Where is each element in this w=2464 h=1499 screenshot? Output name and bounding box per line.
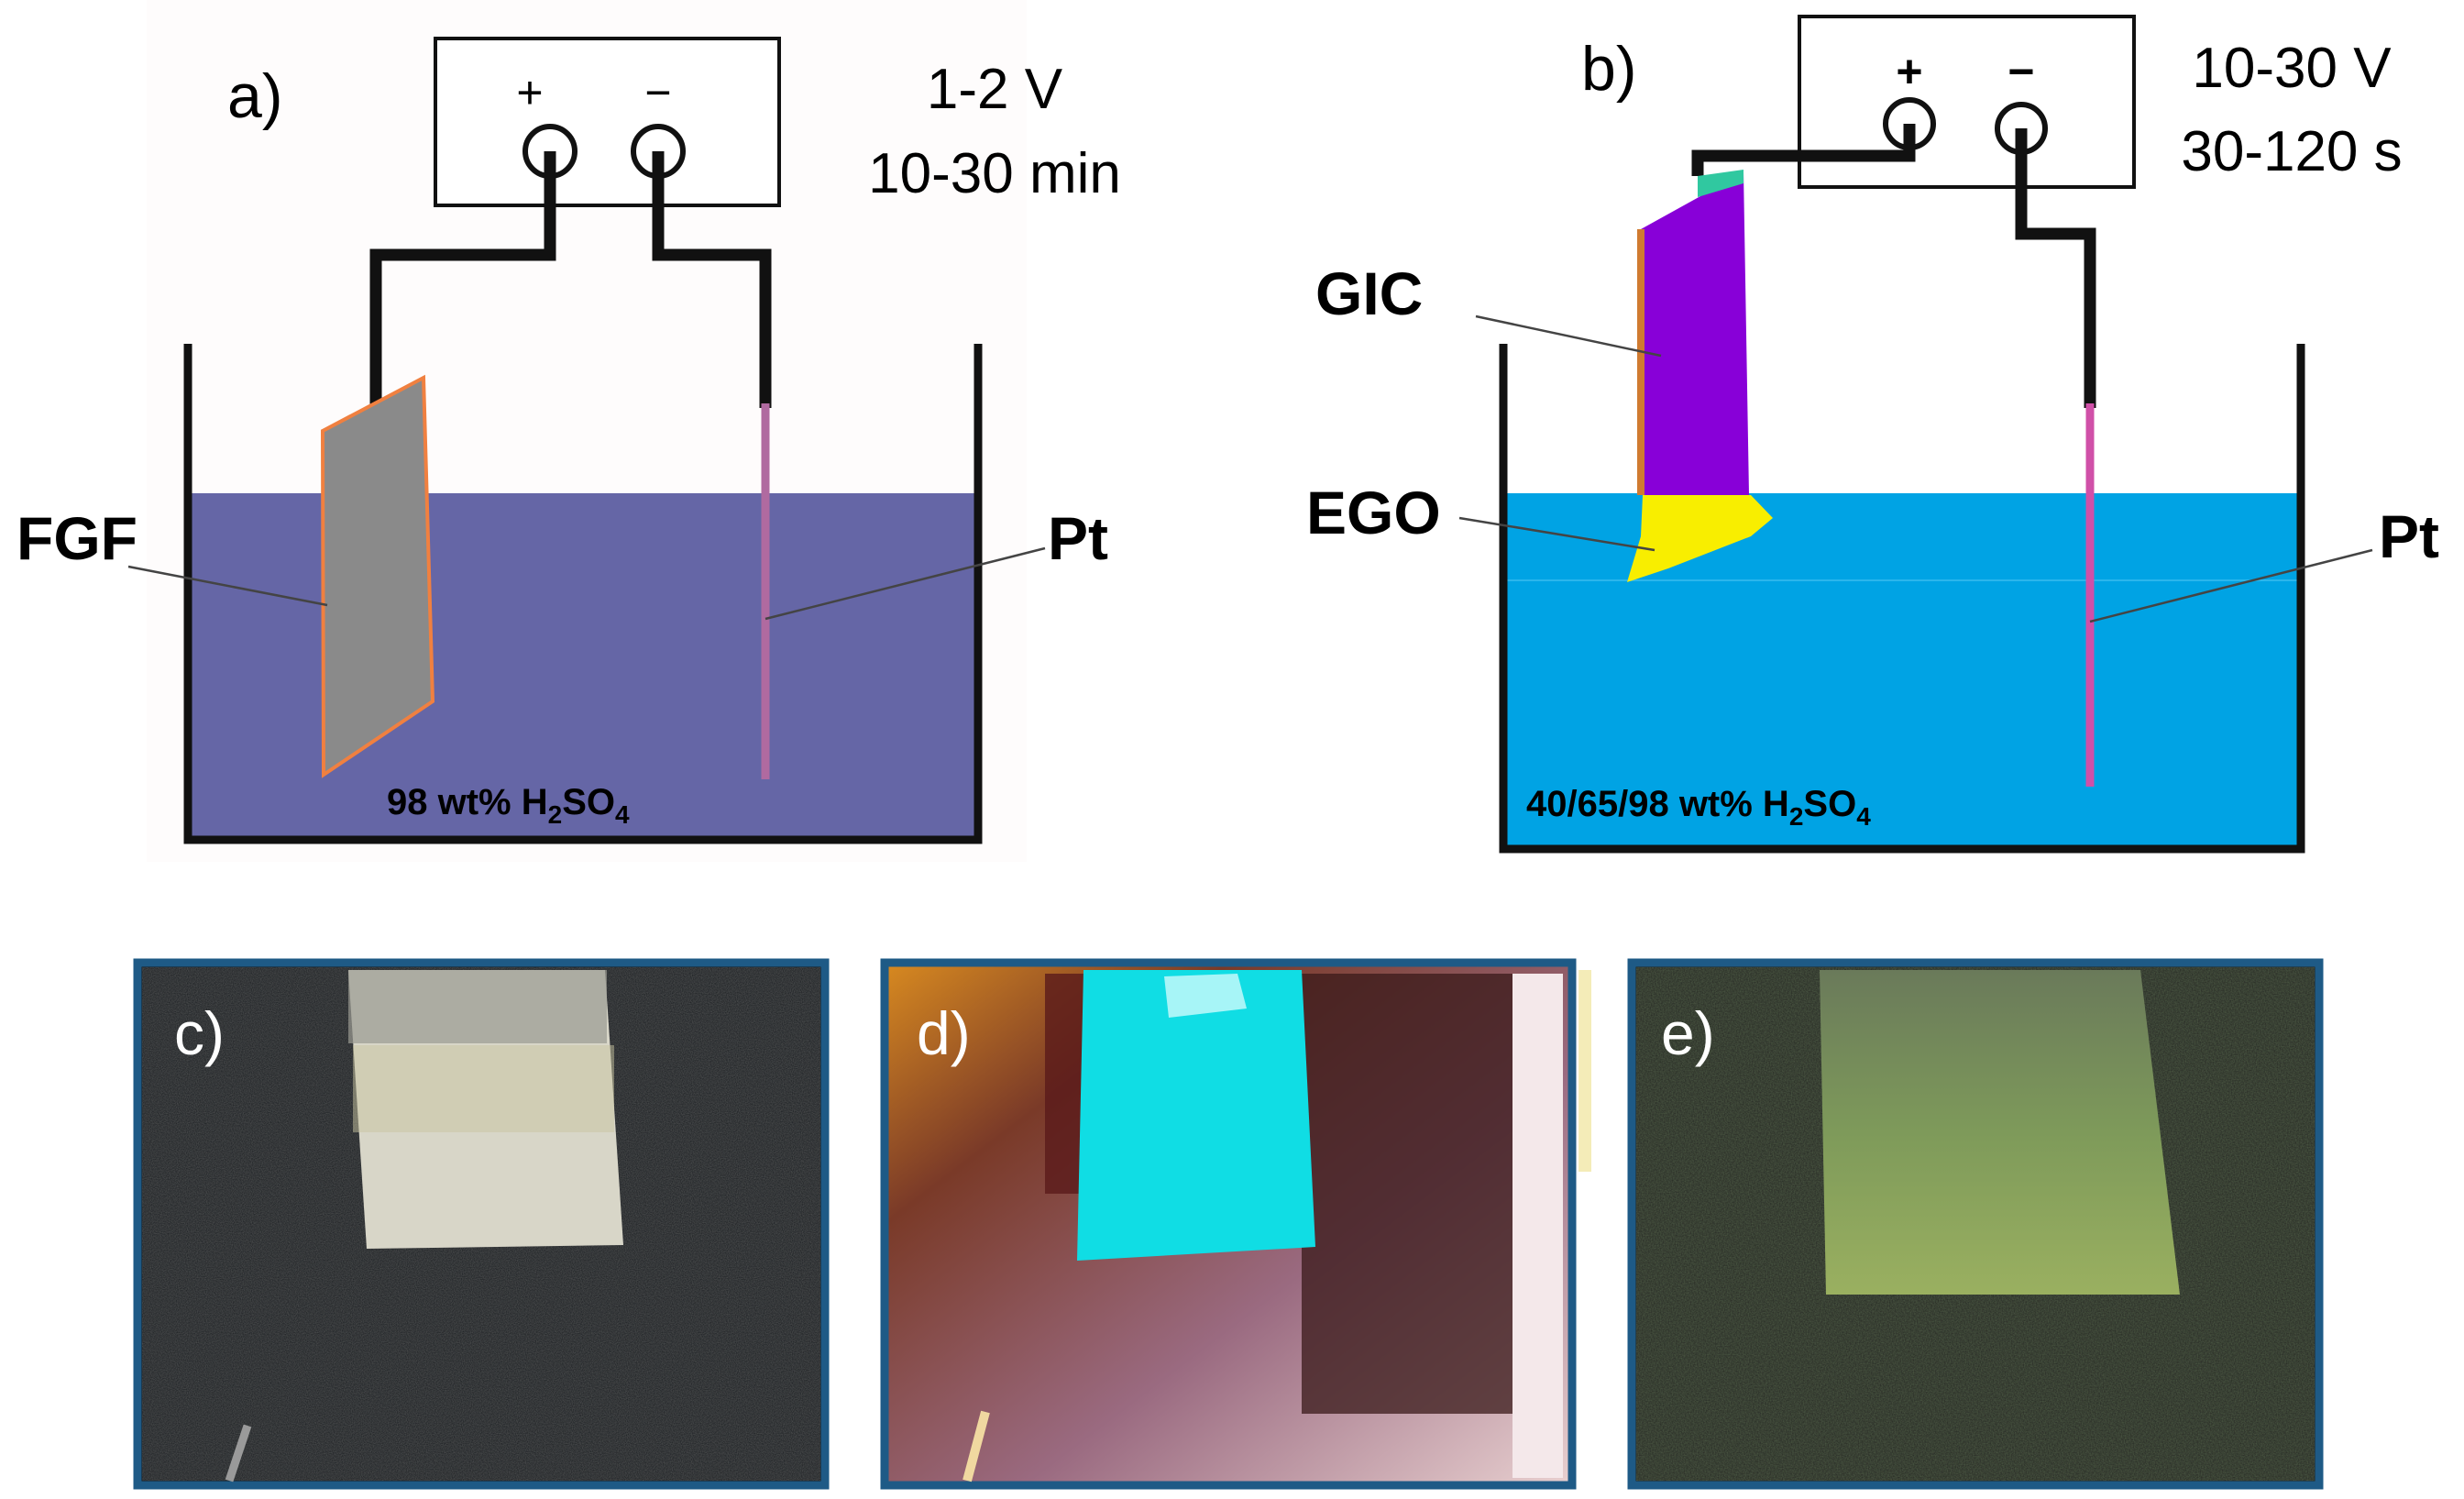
gic-electrode xyxy=(1641,172,1749,495)
cathode-wire-b xyxy=(2015,128,2096,408)
anode-wire-a xyxy=(369,151,556,408)
pt-leader-a xyxy=(764,546,1046,621)
beaker-b xyxy=(1499,344,2305,854)
ego-label: EGO xyxy=(1306,479,1441,546)
fgf-sample xyxy=(320,374,435,778)
cathode-wire-a xyxy=(652,151,772,408)
fgf-leader xyxy=(127,565,328,607)
photo-e: e) xyxy=(1627,958,2324,1490)
electrolyte-a xyxy=(188,493,978,840)
power-supply-a xyxy=(434,37,781,207)
plus-sign-a: + xyxy=(516,67,543,118)
photo-c-rod xyxy=(225,1424,252,1482)
time-label-a: 10-30 min xyxy=(868,142,1121,205)
panel-b: b) + − 10-30 V 30-120 s GIC EGO Pt 40/65… xyxy=(1306,15,2439,854)
gic-top-colors xyxy=(1698,170,1744,197)
ego-region xyxy=(1627,495,1773,582)
time-label-b: 30-120 s xyxy=(2181,120,2402,183)
photo-c-letter: c) xyxy=(174,999,225,1067)
photo-d: d) xyxy=(880,958,1577,1490)
voltage-label-a: 1-2 V xyxy=(927,58,1063,121)
fgf-label: FGF xyxy=(16,504,138,572)
anode-wire-b xyxy=(1691,124,1916,176)
photo-c-sample-top xyxy=(348,970,607,1043)
gic-leader xyxy=(1475,314,1662,358)
photo-d-letter: d) xyxy=(917,999,971,1067)
photo-e-sample xyxy=(1820,970,2180,1295)
plus-sign-b: + xyxy=(1896,46,1922,97)
photo-c: c) xyxy=(133,958,830,1490)
photo-d-bright-edge xyxy=(1512,974,1563,1478)
panel-a: a) + − 1-2 V 10-30 min FGF Pt 98 wt% H2S… xyxy=(16,0,1121,862)
ego-leader xyxy=(1458,516,1656,552)
voltage-label-b: 10-30 V xyxy=(2192,37,2392,100)
pt-leader-b xyxy=(2089,548,2373,623)
beaker-a xyxy=(183,344,983,844)
minus-sign-a: − xyxy=(644,67,671,118)
photo-d-dark-area xyxy=(1302,974,1512,1414)
pt-label-b: Pt xyxy=(2379,502,2439,570)
photo-d-sample xyxy=(1077,970,1315,1261)
panel-a-letter: a) xyxy=(227,61,282,131)
minus-sign-b: − xyxy=(2008,46,2034,97)
electrolyte-label-b: 40/65/98 wt% H2SO4 xyxy=(1526,784,1871,831)
photo-d-highlight xyxy=(1164,974,1247,1018)
electrolyte-label-a: 98 wt% H2SO4 xyxy=(387,782,630,829)
photo-d-rod xyxy=(962,1410,990,1482)
photo-c-sample-mid xyxy=(353,1045,614,1132)
panel-b-letter: b) xyxy=(1581,34,1636,104)
pt-label-a: Pt xyxy=(1048,504,1108,572)
photo-d-side-strip xyxy=(1578,970,1591,1172)
gic-label: GIC xyxy=(1315,259,1423,327)
photo-e-letter: e) xyxy=(1661,999,1715,1067)
